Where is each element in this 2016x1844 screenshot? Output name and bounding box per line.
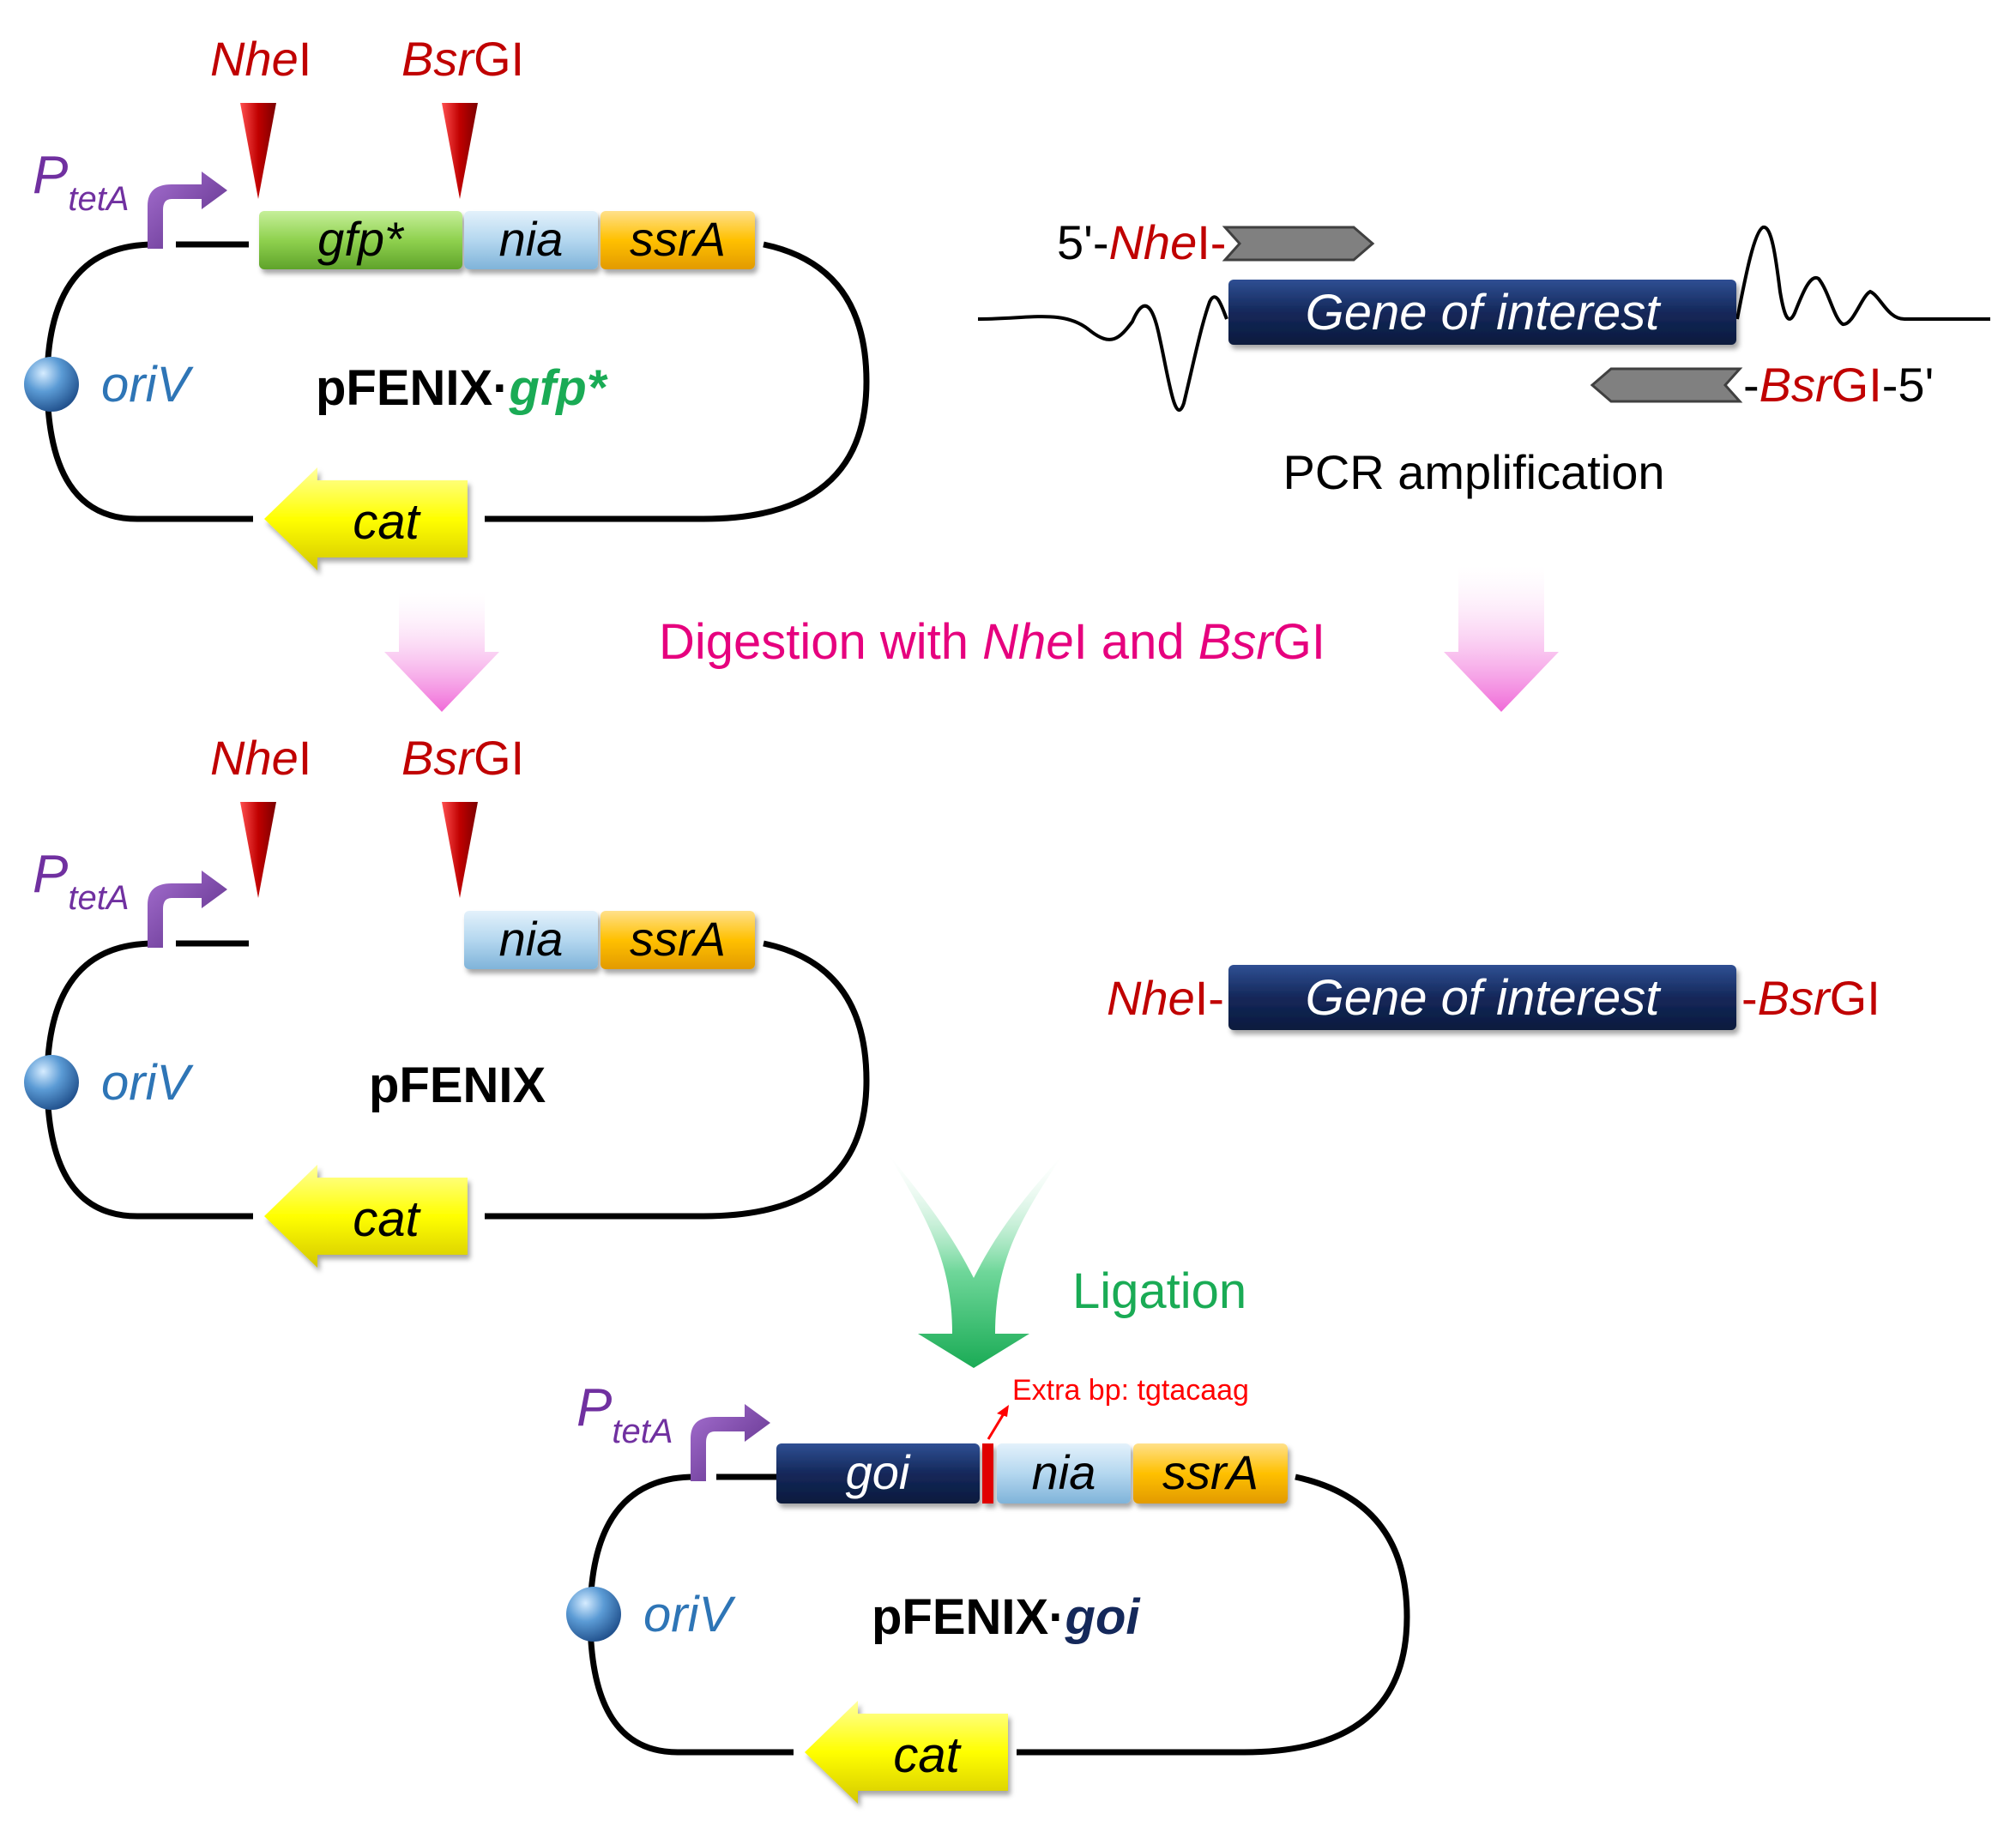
extra-bp-marker <box>982 1443 993 1504</box>
nia-gene-label: nia <box>499 912 564 966</box>
ori-label: oriV <box>101 357 194 413</box>
fragment-left-site: NheI- <box>1107 971 1224 1025</box>
goi-gene-label: goi <box>846 1445 911 1499</box>
ori-sphere-icon <box>24 1055 79 1110</box>
fragment-right-site: -BsrGI <box>1741 971 1880 1025</box>
ori-label: oriV <box>101 1055 194 1111</box>
ligation-label: Ligation <box>1072 1263 1246 1319</box>
down-arrow-left-icon <box>384 592 499 712</box>
ori-label: oriV <box>643 1587 736 1642</box>
ssra-gene-label: ssrA <box>1162 1445 1258 1499</box>
nhei-site-marker <box>240 802 276 898</box>
gfp-gene-label: gfp* <box>317 212 405 266</box>
bsrgi-site-marker <box>442 103 478 199</box>
cat-arrow-icon <box>264 467 468 570</box>
promoter-label: PtetA <box>33 146 130 218</box>
promoter-arrow-icon <box>148 871 227 948</box>
ori-sphere-icon <box>566 1587 621 1642</box>
extra-bp-pointer <box>987 1410 1007 1440</box>
promoter-label: PtetA <box>33 845 130 917</box>
promoter-arrow-icon <box>691 1404 770 1481</box>
reverse-primer-label: -BsrGI-5' <box>1743 358 1934 412</box>
forward-primer-arrow <box>1222 226 1375 262</box>
digestion-step: Digestion with NheI and BsrGI <box>384 566 1559 712</box>
ssra-gene-box <box>601 211 755 269</box>
forward-primer-label: 5'-NheI- <box>1057 215 1226 269</box>
ligation-step: Ligation <box>888 1154 1246 1368</box>
ssra-gene-box <box>601 911 755 969</box>
cat-arrow-icon <box>264 1165 468 1268</box>
pcr-section: 5'-NheI- Gene of interest -BsrGI-5' PCR … <box>977 215 1990 499</box>
extra-bp-pointer-head <box>997 1405 1009 1417</box>
ori-sphere-icon <box>24 357 79 412</box>
goi-gene-label: Gene of interest <box>1306 285 1663 340</box>
bsrgi-site-label: BsrGI <box>401 32 524 86</box>
merge-arrow-icon <box>888 1154 1064 1368</box>
nia-gene-box <box>464 911 598 969</box>
template-dna-right <box>1735 226 1990 326</box>
cat-arrow-icon <box>805 1701 1008 1804</box>
goi-gene-box <box>776 1443 980 1504</box>
pcr-caption: PCR amplification <box>1283 445 1664 499</box>
ssra-gene-label: ssrA <box>630 912 726 966</box>
goi-gene-label: Gene of interest <box>1306 970 1663 1026</box>
bsrgi-site-marker <box>442 802 478 898</box>
nhei-site-marker <box>240 103 276 199</box>
plasmid-name: pFENIX·gfp* <box>316 360 608 416</box>
gfp-gene-box <box>259 211 462 269</box>
plasmid-gfp: PtetA NheI BsrGI gfp* nia ssrA oriV pFEN… <box>24 32 870 570</box>
nia-gene-label: nia <box>499 212 564 266</box>
goi-gene-box <box>1228 280 1736 345</box>
nia-gene-box <box>997 1443 1131 1504</box>
plasmid-name: pFENIX·goi <box>872 1589 1141 1645</box>
promoter-label: PtetA <box>576 1378 673 1450</box>
template-dna-left <box>977 295 1228 412</box>
ssra-gene-box <box>1133 1443 1288 1504</box>
cat-label: cat <box>353 494 421 550</box>
cat-label: cat <box>893 1727 962 1783</box>
bsrgi-site-label: BsrGI <box>401 731 524 785</box>
digestion-label: Digestion with NheI and BsrGI <box>659 614 1325 670</box>
ssra-gene-label: ssrA <box>630 212 726 266</box>
nhei-site-label: NheI <box>210 731 311 785</box>
reverse-primer-arrow <box>1590 367 1743 403</box>
plasmid-goi: PtetA goi nia ssrA Extra bp: tgtacaag or… <box>566 1374 1410 1804</box>
promoter-arrow-icon <box>148 172 227 249</box>
plasmid-name: pFENIX <box>369 1058 546 1113</box>
goi-gene-box <box>1228 965 1736 1030</box>
nhei-site-label: NheI <box>210 32 311 86</box>
digested-fragment: Gene of interest NheI- -BsrGI <box>1107 965 1880 1030</box>
plasmid-digested: PtetA NheI BsrGI nia ssrA oriV pFENIX ca… <box>24 731 870 1268</box>
nia-gene-box <box>464 211 598 269</box>
down-arrow-right-icon <box>1444 566 1559 712</box>
extra-bp-label: Extra bp: tgtacaag <box>1012 1374 1249 1407</box>
nia-gene-label: nia <box>1032 1445 1096 1499</box>
cat-label: cat <box>353 1191 421 1247</box>
